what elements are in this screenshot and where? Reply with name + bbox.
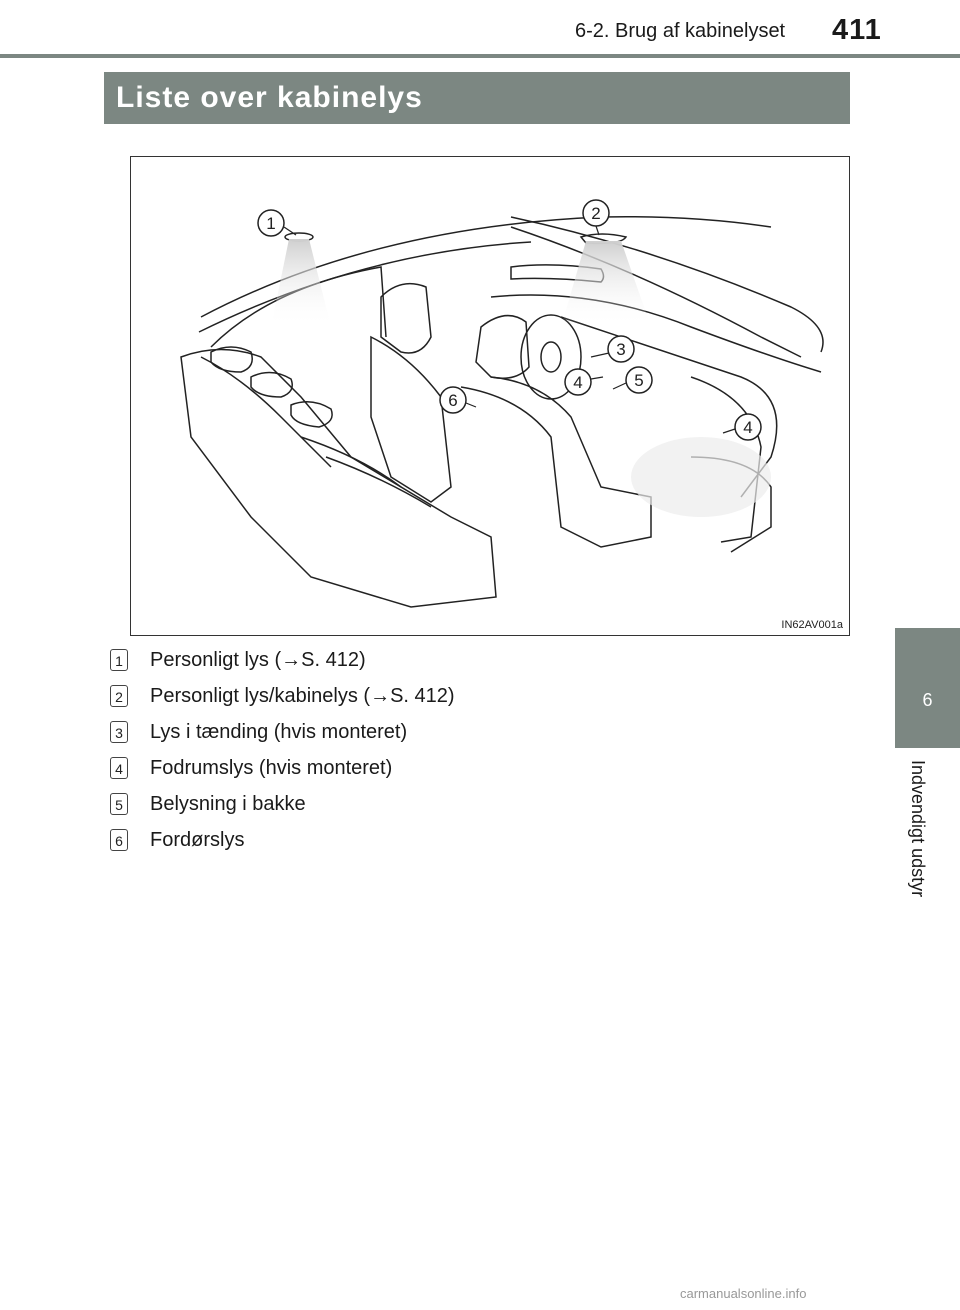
car-interior-drawing: 1 2 3 4 5 6 4 bbox=[180, 199, 824, 608]
item-text: Lys i tænding (hvis monteret) bbox=[150, 720, 408, 743]
list-item: 5 Belysning i bakke bbox=[110, 786, 810, 822]
list-item: 3 Lys i tænding (hvis monteret) bbox=[110, 714, 810, 750]
callout-6: 6 bbox=[439, 386, 477, 414]
section-reference: 6-2. Brug af kabinelyset bbox=[575, 20, 786, 42]
callout-3: 3 bbox=[590, 335, 635, 363]
chapter-label: Indvendigt udstyr bbox=[908, 760, 928, 898]
svg-text:1: 1 bbox=[266, 214, 275, 233]
callout-4-side: 4 bbox=[722, 413, 762, 441]
item-text: Belysning i bakke bbox=[150, 792, 306, 815]
item-number: 1 bbox=[110, 649, 128, 671]
watermark[interactable]: carmanualsonline.info bbox=[680, 1286, 807, 1301]
item-text: Fordørslys bbox=[150, 828, 245, 851]
section-title: Liste over kabinelys bbox=[104, 72, 850, 124]
chapter-tab: 6 bbox=[895, 628, 960, 748]
item-text: Fodrumslys (hvis monteret) bbox=[150, 756, 393, 779]
svg-text:4: 4 bbox=[743, 418, 752, 437]
list-item: 6 Fordørslys bbox=[110, 822, 810, 858]
legend-list: 1 Personligt lys (→S. 412) 2 Personligt … bbox=[110, 642, 810, 858]
item-number: 3 bbox=[110, 721, 128, 743]
svg-text:3: 3 bbox=[616, 340, 625, 359]
list-item: 2 Personligt lys/kabinelys (→S. 412) bbox=[110, 678, 810, 714]
callout-2: 2 bbox=[582, 199, 610, 236]
list-item: 1 Personligt lys (→S. 412) bbox=[110, 642, 810, 678]
svg-text:6: 6 bbox=[448, 391, 457, 410]
item-number: 5 bbox=[110, 793, 128, 815]
header-divider bbox=[0, 54, 960, 58]
callout-5: 5 bbox=[612, 366, 653, 394]
svg-text:5: 5 bbox=[634, 371, 643, 390]
page-number: 411 bbox=[832, 14, 882, 46]
item-number: 2 bbox=[110, 685, 128, 707]
item-number: 6 bbox=[110, 829, 128, 851]
cabin-illustration: 1 2 3 4 5 6 4 bbox=[130, 156, 850, 636]
item-text: Personligt lys/kabinelys (→S. 412) bbox=[150, 684, 455, 707]
svg-text:4: 4 bbox=[573, 373, 582, 392]
item-number: 4 bbox=[110, 757, 128, 779]
chapter-number: 6 bbox=[922, 690, 933, 710]
svg-text:2: 2 bbox=[591, 204, 600, 223]
list-item: 4 Fodrumslys (hvis monteret) bbox=[110, 750, 810, 786]
callout-4-front: 4 bbox=[564, 368, 604, 396]
figure-code: IN62AV001a bbox=[781, 619, 843, 631]
item-text: Personligt lys (→S. 412) bbox=[150, 648, 366, 671]
callout-1: 1 bbox=[257, 209, 297, 237]
